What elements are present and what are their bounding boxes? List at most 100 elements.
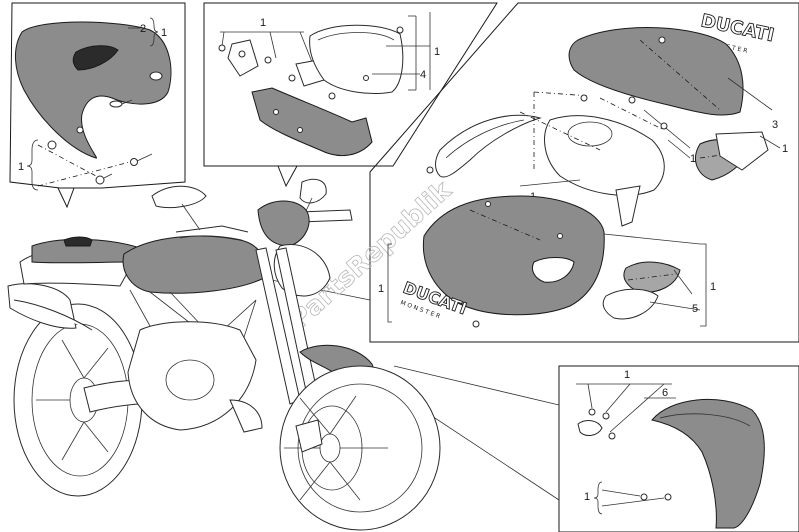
seat-fastener-leader-a: [37, 144, 97, 177]
tank-left-brace: [387, 243, 392, 323]
tank-side-bracket-left: [435, 114, 542, 178]
headlight-screw-b: [264, 56, 272, 64]
mirror-left-stem: [181, 203, 201, 231]
seat-cover: [15, 21, 172, 159]
fender-clip: [577, 420, 603, 436]
fender-front-rim: [659, 413, 751, 427]
mirror-left: [151, 185, 207, 209]
tank-side-vent-hole: [531, 257, 575, 283]
tank-center-lead-line: [519, 179, 581, 187]
tank-center-strut: [615, 185, 641, 227]
tank-right-leader: [603, 233, 701, 245]
seat-cover-group: 2 1 1: [15, 17, 172, 191]
tank-screw-left: [426, 166, 434, 174]
tank-grille-side-mesh: [627, 273, 677, 281]
tank-top-side-leader: [759, 135, 781, 149]
headlight-fastener-callout: 1: [260, 17, 266, 29]
seat-fastener-leader-b: [37, 161, 131, 187]
tank-center-leader: [643, 109, 691, 149]
tank-dash-d: [519, 111, 601, 151]
seat-fastener-bushing: [109, 99, 133, 108]
engine-sump: [229, 399, 263, 433]
headlight-bracket-hole-2: [297, 127, 303, 133]
headlight-leader-c: [299, 31, 313, 63]
tank-on-bike-highlight: [179, 235, 243, 241]
fender-front: [651, 398, 765, 529]
tank-top-side-callout: 1: [782, 143, 788, 155]
fender-bottom-brace: [593, 481, 603, 515]
exhaust-muffler: [7, 283, 77, 329]
headlight-fairing-on-bike: [257, 200, 310, 247]
fender-leader: [393, 365, 560, 406]
rear-spokes: [36, 339, 124, 461]
headlight-screw-d: [328, 92, 336, 100]
tank-screw-right: [660, 122, 668, 130]
seat-panel-frame: [9, 2, 186, 189]
seat-fastener-nut: [95, 173, 113, 185]
headlight-screw-e: [396, 26, 404, 34]
tank-cover-top-bolt-line: [639, 39, 721, 111]
seat-fastener-washer: [47, 126, 84, 150]
fender-top-leader-c: [609, 383, 665, 433]
tank-grille-frame-right: [715, 131, 769, 171]
front-spokes: [284, 395, 388, 501]
tank-side-screw-c: [472, 320, 480, 328]
tank-side-screw-b: [557, 233, 563, 239]
tank-top-screw-b: [628, 96, 636, 104]
seat-cover-key-lock: [149, 71, 163, 81]
seat-bracket-brace: [149, 17, 159, 47]
headlight-screw-f: [363, 75, 369, 81]
engine-cover: [165, 359, 215, 401]
tank-bracket-rim: [445, 119, 525, 159]
headlight-fairing-bracket: [251, 87, 373, 157]
headlight-bracket-callout: 4: [420, 69, 426, 81]
seat-panel-pointer: [57, 187, 75, 209]
seat-callout-1: 1: [161, 27, 167, 39]
headlight-leader-b: [269, 31, 277, 59]
fender-top-leader-a: [587, 383, 593, 409]
fender-group: 1 6 1: [576, 369, 765, 529]
headlight-screw-a: [218, 44, 226, 52]
tank-side-screw-a: [485, 201, 491, 207]
fender-bottom-leader-b: [601, 497, 665, 507]
tank-right-leader-2: [649, 301, 701, 311]
exhaust-pipe: [13, 299, 93, 331]
tank-top-leader: [727, 77, 773, 111]
tank-center-bracket: [544, 115, 665, 196]
fender-panel-frame: [558, 365, 799, 532]
tank-right-brace: [700, 243, 707, 327]
headlight-cover-callout: 1: [434, 46, 440, 58]
tank-dash-a: [533, 91, 591, 97]
fender-screw-b: [602, 412, 610, 420]
fender-top-leader-b: [605, 383, 631, 413]
fender-part-callout: 6: [662, 387, 668, 399]
tank-fuel-cap-ring: [567, 121, 613, 147]
headlight-bracket-hole: [273, 109, 279, 115]
seat-fastener-screw: [130, 153, 153, 166]
fender-screw-c: [608, 432, 616, 440]
headlight-panel-frame: [203, 2, 498, 167]
headlight-cover-clear: [309, 24, 404, 94]
tank-grille-frame-side: [602, 288, 659, 320]
headlight-plate-hole: [238, 50, 246, 58]
seat-fastener-callout: 1: [18, 161, 24, 173]
tank-cover-side: [422, 195, 605, 316]
tank-top-callout: 3: [772, 119, 778, 131]
seat-fastener-brace: [26, 139, 39, 191]
headlight-cover-rim: [317, 32, 395, 41]
tank-screw-center: [580, 94, 588, 102]
headlight-screw-c: [288, 74, 296, 82]
tank-cover-on-bike: [122, 235, 267, 294]
fender-screw-a: [588, 408, 596, 416]
seat-cover-vent: [72, 45, 119, 71]
tank-top-screw-a: [658, 36, 666, 44]
tank-side-dash: [469, 209, 541, 241]
tank-center-leader-2: [667, 139, 691, 159]
tank-left-callout: 1: [378, 283, 384, 295]
tank-panel-frame: [369, 2, 799, 343]
fender-bottom-callout: 1: [584, 491, 590, 503]
fender-bottom-leader-a: [601, 489, 641, 497]
headlight-mount-plate: [227, 39, 259, 77]
tank-cover-top: [568, 27, 744, 116]
seat-callout-2: 2: [140, 23, 146, 35]
